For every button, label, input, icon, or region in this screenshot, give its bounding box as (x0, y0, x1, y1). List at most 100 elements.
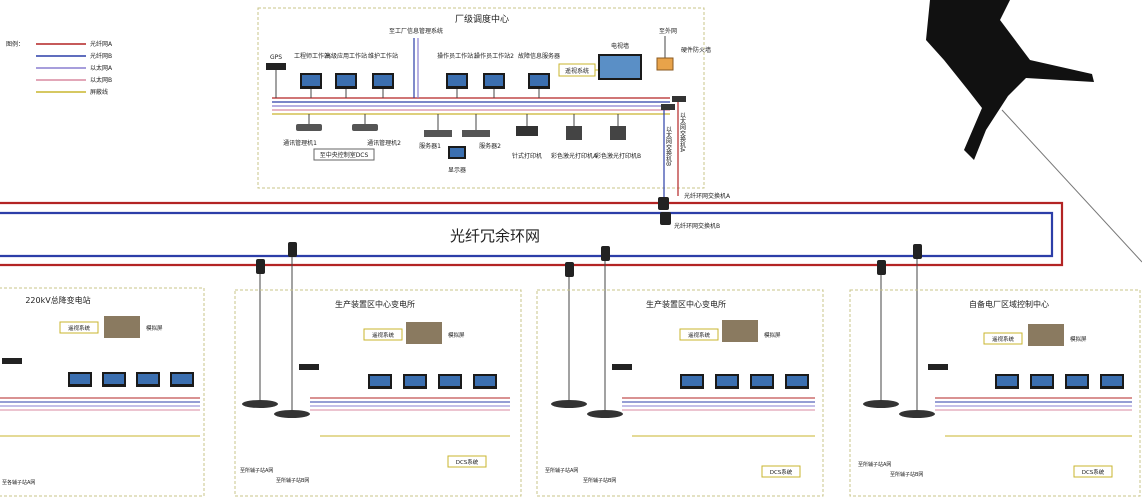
workstation-label: 操作员工作站2 (474, 52, 514, 60)
dcs-box (313, 148, 375, 161)
substation-panel (849, 289, 1141, 497)
substation-production-2: 生产装置区中心变电所 遥视系统 模拟屏 DCS系统 至所辅子站A网 至所辅子站B… (536, 289, 824, 497)
simulation-screen (406, 322, 442, 344)
substation-panel (536, 289, 824, 497)
workstation-engineer: 工程师工作站 (294, 52, 330, 98)
comm-manager-2 (352, 124, 378, 131)
legend-label-fiber-a: 光纤网A (90, 40, 113, 48)
simulation-screen-label: 模拟屏 (146, 324, 163, 332)
dcs-label: DCS系统 (770, 468, 793, 476)
ring-switch-b (660, 212, 671, 225)
ring-switch-b-label: 光纤环网交换机B (674, 222, 720, 230)
firewall-icon (656, 57, 674, 71)
legend-label-fiber-b: 光纤网B (90, 52, 112, 60)
remote-view-box (679, 328, 719, 341)
tv-wall-label: 电视墙 (611, 42, 629, 50)
simulation-screen-label: 模拟屏 (764, 331, 781, 339)
workstation-label: 维护工作站 (368, 52, 398, 60)
workstation-maintenance: 维护工作站 (368, 52, 398, 98)
mis-label: 至工厂信息管理系统 (389, 27, 443, 35)
substation-title: 生产装置区中心变电所 (335, 299, 415, 309)
workstation-label: 高级应用工作站 (325, 52, 367, 60)
comm-manager-1-label: 通讯管理机1 (283, 139, 317, 147)
legend-label-ethernet-a: 以太网A (90, 64, 113, 72)
server-1-label: 服务器1 (419, 142, 441, 150)
ring-switch-a (658, 197, 669, 210)
remote-view-label: 遥视系统 (992, 335, 1015, 343)
remote-view-label: 遥视系统 (565, 67, 589, 75)
simulation-screen (1028, 324, 1064, 346)
substation-production-1: 生产装置区中心变电所 遥视系统 模拟屏 DCS系统 至所辅子站A网 至所辅子站B… (234, 289, 522, 497)
fiber-ring-b (0, 211, 1054, 258)
climber-silhouette (926, 0, 1142, 263)
comm-manager-2-label: 通讯管理机2 (367, 139, 401, 147)
feeder-label: 至各辅子站A网 (2, 479, 35, 486)
dispatch-center-panel (257, 7, 705, 189)
remote-view-label: 遥视系统 (68, 324, 91, 332)
feeder-a-label: 至所辅子站A网 (858, 461, 891, 468)
server-2 (462, 130, 490, 137)
workstation-advanced: 高级应用工作站 (325, 52, 367, 98)
ring-drop-switch (288, 242, 297, 257)
ring-drop-switch (601, 246, 610, 261)
external-network-label: 至外网 (659, 27, 677, 35)
simulation-screen (722, 320, 758, 342)
server-1 (424, 130, 452, 137)
ring-drop-switch (565, 262, 574, 277)
feeder-a-label: 至所辅子站A网 (545, 467, 578, 474)
dcs-box (447, 455, 487, 468)
workstation-label: 操作员工作站1 (437, 52, 477, 60)
remote-view-box (59, 321, 99, 334)
dcs-box (761, 465, 801, 478)
workstation-operator-2: 操作员工作站2 (474, 52, 514, 98)
workstation-label: 工程师工作站 (294, 52, 330, 60)
legend-label-shield: 屏蔽线 (90, 88, 108, 96)
fault-info-server: 故障信息服务器 (518, 52, 560, 98)
substation-panel (234, 289, 522, 497)
ring-drop-switch (877, 260, 886, 275)
feeder-b-label: 至所辅子站B网 (583, 477, 616, 484)
simulation-screen-label: 模拟屏 (1070, 335, 1087, 343)
gps-device (266, 63, 286, 70)
feeder-a-label: 至所辅子站A网 (240, 467, 273, 474)
fiber-ring-a (0, 201, 1064, 267)
laser-printer-b (610, 126, 626, 140)
ring-switch-a-label: 光纤环网交换机A (684, 192, 731, 200)
substation-title: 220kV总降变电站 (25, 295, 90, 305)
ethernet-switch-b (661, 104, 675, 110)
feeder-b-label: 至所辅子站B网 (276, 477, 309, 484)
workstation-operator-1: 操作员工作站1 (437, 52, 477, 98)
ethernet-switch-b-label: 以太网交换机B (665, 126, 672, 166)
substation-panel (0, 287, 205, 497)
dcs-label: DCS系统 (456, 458, 479, 466)
workstation-label: 故障信息服务器 (518, 52, 560, 60)
legend: 图例： 光纤网A 光纤网B 以太网A 以太网B 屏蔽线 (6, 40, 113, 96)
display-label: 显示器 (448, 167, 466, 174)
server-2-label: 服务器2 (479, 142, 501, 150)
substation-title: 生产装置区中心变电所 (646, 299, 726, 309)
ring-drop-switch (913, 244, 922, 259)
laser-printer-a-label: 彩色激光打印机A (551, 152, 598, 160)
substation-title: 自备电厂区域控制中心 (969, 299, 1049, 309)
ethernet-switch-a-label: 以太网交换机A (679, 112, 686, 153)
firewall-label: 硬件防火墙 (681, 46, 711, 54)
comm-manager-1 (296, 124, 322, 131)
simulation-screen-label: 模拟屏 (448, 331, 465, 339)
gps-label: GPS (270, 54, 282, 61)
dcs-box (1073, 465, 1113, 478)
remote-view-label: 遥视系统 (372, 331, 395, 339)
feeder-b-label: 至所辅子站B网 (890, 471, 923, 478)
legend-label-ethernet-b: 以太网B (90, 76, 112, 84)
fiber-ring-title: 光纤冗余环网 (450, 227, 540, 245)
laser-printer-b-label: 彩色激光打印机B (595, 152, 641, 160)
remote-view-box (983, 332, 1023, 345)
remote-view-box (363, 328, 403, 341)
ethernet-switch-a (672, 96, 686, 102)
ring-drop-switch (256, 259, 265, 274)
fiber-ring: 光纤冗余环网 光纤环网交换机A 光纤环网交换机B (0, 192, 1064, 410)
dcs-label: DCS系统 (1082, 468, 1105, 476)
substation-power-plant: 自备电厂区域控制中心 遥视系统 模拟屏 DCS系统 至所辅子站A网 至所辅子站B… (849, 289, 1141, 497)
dot-printer-label: 针式打印机 (512, 152, 542, 160)
simulation-screen (104, 316, 140, 338)
